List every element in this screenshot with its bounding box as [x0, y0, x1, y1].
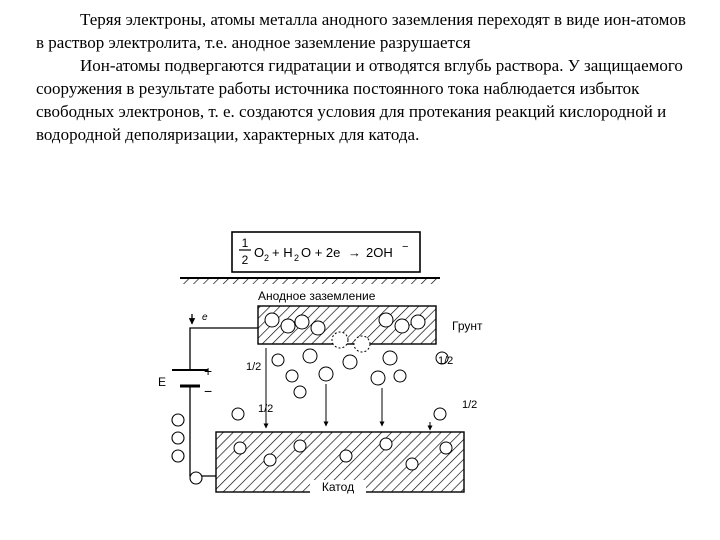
cathode-electrons: [233, 437, 453, 471]
eq-result: 2OH: [366, 245, 393, 260]
half-far-right-label: 1/2: [462, 399, 477, 411]
released-ions: [302, 331, 398, 386]
cathode-label: Катод: [322, 480, 354, 494]
eq-o-plus-2e: O + 2e: [301, 245, 340, 260]
eq-o2-sub: 2: [264, 253, 269, 263]
fraction-denominator: 2: [242, 253, 249, 267]
eq-charge: −: [402, 241, 408, 253]
eq-o2: O: [254, 245, 264, 260]
depolarization-species: [231, 351, 449, 421]
text-block: Теряя электроны, атомы металла анодного …: [36, 8, 686, 146]
reaction-equation: 1 2 O 2 + H 2 O + 2e → 2OH −: [231, 231, 421, 273]
source-label: E: [158, 375, 166, 389]
anode-particles: [264, 312, 426, 336]
eq-arrow: →: [348, 245, 361, 260]
anode-label: Анодное заземление: [258, 289, 376, 303]
source-plus: +: [204, 363, 212, 379]
ground-surface: [180, 277, 440, 284]
paragraph-anode-destruction: Теряя электроны, атомы металла анодного …: [36, 10, 686, 52]
half-mid-label: 1/2: [258, 403, 273, 415]
wire-electron: e: [202, 312, 208, 323]
paragraph-cathode-conditions: Ион-атомы подвергаются гидратации и отво…: [36, 56, 683, 144]
cathodic-protection-diagram: 1 2 O 2 + H 2 O + 2e → 2OH − Анодное заз…: [158, 231, 483, 494]
fraction-numerator: 1: [242, 236, 249, 250]
eq-h2o-sub: 2: [294, 253, 299, 263]
half-right-label: 1/2: [438, 355, 453, 367]
ground-label: Грунт: [452, 319, 483, 333]
half-left-label: 1/2: [246, 361, 261, 373]
ion-flow-arrows: [263, 348, 433, 431]
wire-electron-column: [171, 413, 203, 485]
eq-plus-h: + H: [272, 245, 293, 260]
source-minus: −: [204, 383, 212, 399]
